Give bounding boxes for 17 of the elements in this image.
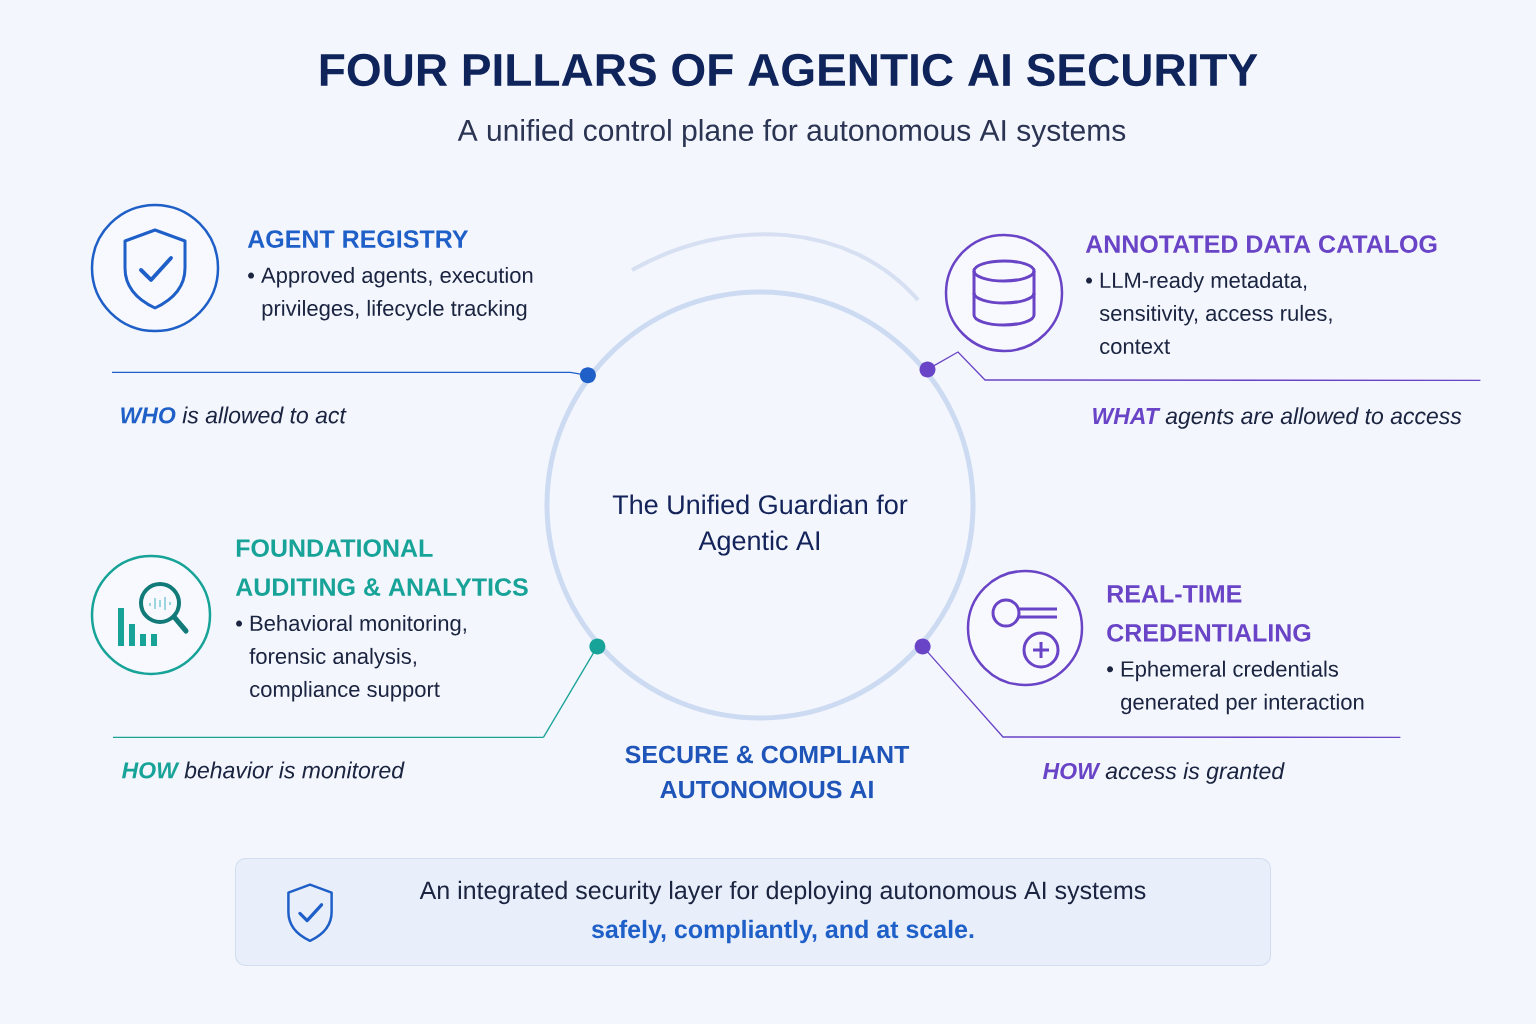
pillar-text: REAL-TIME CREDENTIALING • Ephemeral credentials generated per interaction bbox=[1107, 585, 1364, 715]
title: FOUR PILLARS OF AGENTIC AI SECURITY bbox=[320, 53, 1258, 87]
pillar-caption: WHO is allowed to act bbox=[121, 406, 347, 424]
outcome-label: SECURE & COMPLIANT AUTONOMOUS AI bbox=[625, 745, 910, 799]
connector-line bbox=[914, 638, 1402, 739]
pillar-text: ANNOTATED DATA CATALOG • LLM-ready metadata, sensitivity, access rules, context bbox=[1085, 235, 1437, 355]
pillar-text: FOUNDATIONAL AUDITING & ANALYTICS • Behavioral monitoring, forensic analysis, compliance support bbox=[235, 539, 528, 702]
pillar-caption: WHAT agents are allowed to access bbox=[1093, 407, 1462, 429]
banner-box: An integrated security layer for deploying autonomous AI systems safely, compliantly, and at scale. bbox=[235, 858, 1271, 966]
connector-line bbox=[919, 351, 1482, 382]
pillar-caption: HOW access is granted bbox=[1043, 762, 1285, 784]
connector-line bbox=[111, 367, 596, 384]
pillar-caption: HOW behavior is monitored bbox=[122, 761, 405, 779]
connector-line bbox=[542, 638, 606, 739]
pillar-text: AGENT REGISTRY • Approved agents, execution privileges, lifecycle tracking bbox=[247, 230, 533, 321]
subtitle: A unified control plane for autonomous AI systems bbox=[457, 119, 1126, 147]
center-text: The Unified Guardian for Agentic AI bbox=[612, 494, 908, 556]
